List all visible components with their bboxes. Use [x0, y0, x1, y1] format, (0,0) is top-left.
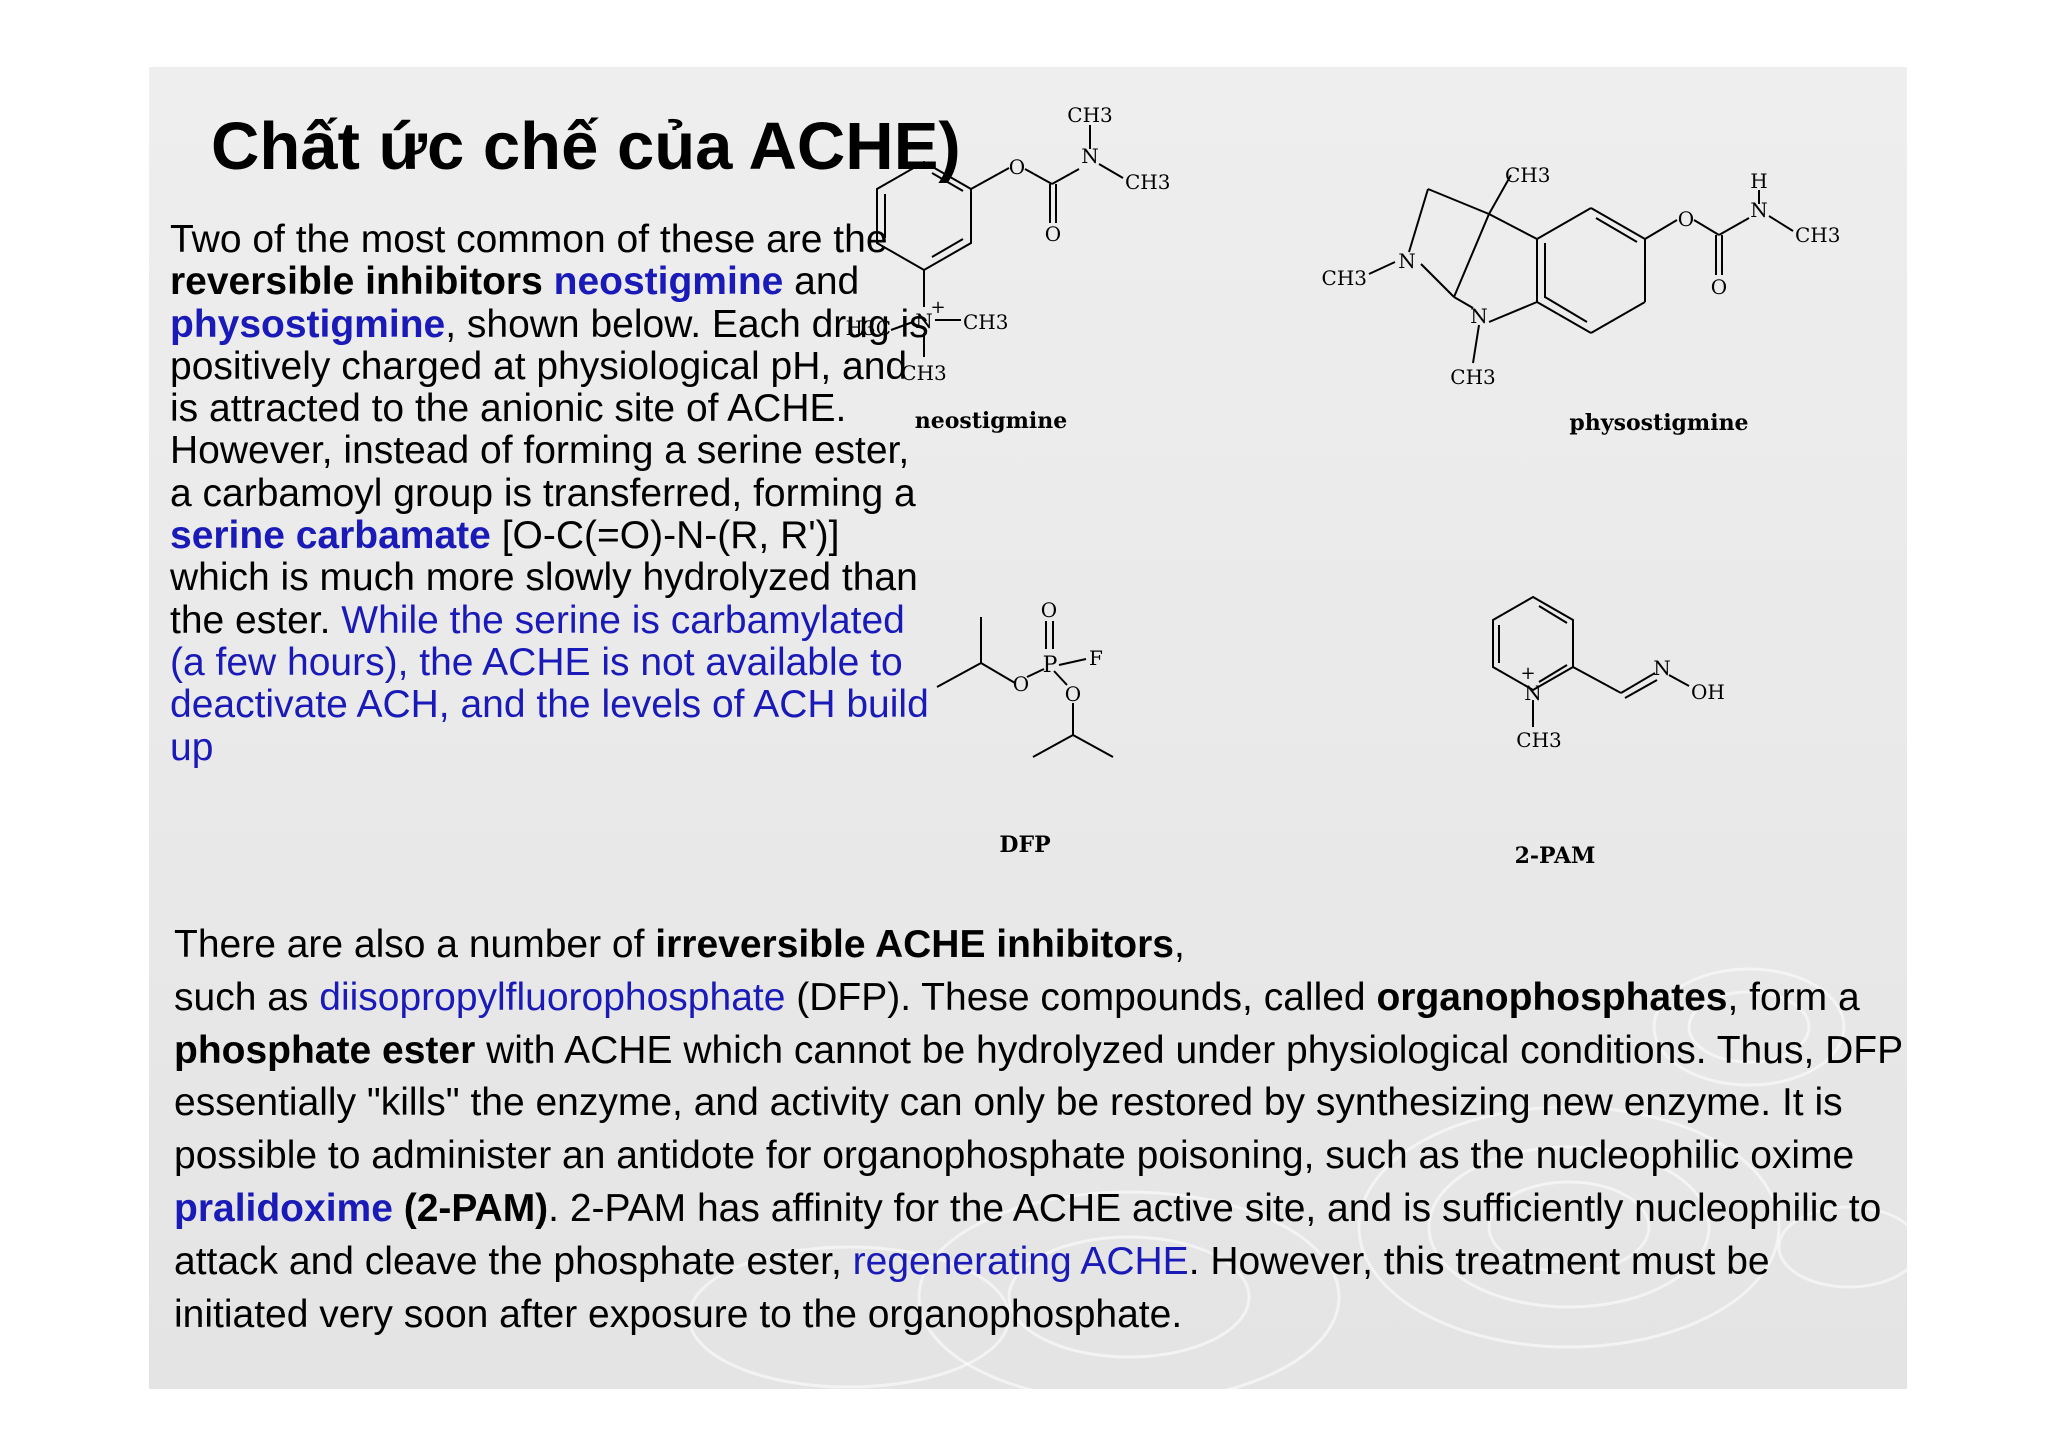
text-run: [O-C(=O)-N-(R, R')] which is much more s… [170, 514, 918, 642]
background-swirl-decoration [687, 967, 1907, 1389]
atom-label: N [915, 309, 933, 333]
2-pam-structure: N + CH3 N OH 2-PAM [1492, 595, 1725, 869]
atom-label: N [1398, 249, 1416, 273]
text-run: , form a [1727, 975, 1860, 1019]
atom-label: N [1524, 681, 1542, 705]
charge-label: + [930, 297, 945, 318]
text-run: (2-PAM) [403, 1186, 549, 1230]
atom-label: H3C [846, 316, 891, 340]
text-run: such as [174, 975, 320, 1019]
text-run: . However, this treatment must be initia… [174, 1239, 1770, 1336]
atom-label: O [1041, 598, 1057, 622]
text-run: and [783, 260, 860, 304]
atom-label: CH3 [1516, 728, 1561, 752]
text-run [393, 1187, 404, 1230]
text-run: , shown below. Each drug is positively c… [170, 302, 929, 515]
text-run: reversible inhibitors [170, 260, 543, 304]
neostigmine-structure: O N CH3 CH3 O N + H3C CH3 CH3 neostigmin… [846, 103, 1171, 434]
atom-label: CH3 [1505, 163, 1550, 187]
text-run: (DFP). These compounds, called [785, 975, 1377, 1019]
compound-label: 2-PAM [1515, 843, 1596, 869]
atom-label: OH [1691, 680, 1725, 704]
atom-label: CH3 [1450, 365, 1495, 389]
atom-label: CH3 [1067, 103, 1112, 127]
text-run: with ACHE which cannot be hydrolyzed und… [174, 1028, 1903, 1178]
slide: Chất ức chế của ACHE) Two of the most co… [149, 67, 1907, 1389]
atom-label: N [1653, 656, 1671, 680]
text-run: While the serine is carbamylated (a few … [170, 598, 929, 769]
compound-label: physostigmine [1569, 410, 1748, 436]
atom-label: O [1678, 207, 1694, 231]
text-run: . 2-PAM has affinity for the ACHE active… [174, 1186, 1882, 1283]
text-run: serine carbamate [170, 514, 491, 558]
dfp-structure: O P F O O DFP [936, 598, 1114, 858]
reversible-inhibitors-paragraph: Two of the most common of these are the … [170, 218, 930, 769]
atom-label: O [1045, 222, 1061, 246]
atom-label: CH3 [1795, 223, 1840, 247]
text-run: , [1173, 923, 1185, 966]
atom-label: O [1013, 672, 1029, 696]
text-run: organophosphates [1376, 975, 1728, 1019]
atom-label: CH3 [963, 310, 1008, 334]
atom-label: N [1750, 198, 1768, 222]
atom-label: CH3 [1125, 170, 1170, 194]
atom-label: F [1089, 646, 1103, 670]
text-run: neostigmine [553, 260, 784, 304]
atom-label: O [1065, 682, 1081, 706]
text-run: physostigmine [170, 302, 446, 346]
text-run: Two of the most common of these are the [170, 218, 888, 261]
atom-label: CH3 [1322, 266, 1367, 290]
compound-label: neostigmine [915, 408, 1068, 434]
compound-label: DFP [999, 832, 1050, 858]
text-run: regenerating ACHE [852, 1239, 1189, 1283]
atom-label: CH3 [901, 361, 946, 385]
atom-label: P [1043, 653, 1058, 678]
atom-label: O [1711, 275, 1727, 299]
text-run: diisopropylfluorophosphate [319, 975, 786, 1019]
text-run [543, 260, 554, 303]
atom-label: O [1009, 155, 1025, 179]
charge-label: + [1520, 663, 1535, 684]
text-run: phosphate ester [174, 1028, 476, 1072]
slide-title: Chất ức chế của ACHE) [211, 109, 961, 184]
atom-label: H [1750, 169, 1767, 193]
physostigmine-structure: CH3 N CH3 N CH3 O O H N CH3 physostigmin… [1322, 163, 1841, 436]
text-run: irreversible ACHE inhibitors [655, 923, 1174, 966]
irreversible-inhibitors-paragraph: There are also a number of irreversible … [174, 919, 1904, 1341]
atom-label: N [1470, 304, 1488, 328]
text-run: There are also a number of [174, 923, 656, 966]
text-run: pralidoxime [174, 1186, 393, 1230]
atom-label: N [1081, 144, 1099, 168]
